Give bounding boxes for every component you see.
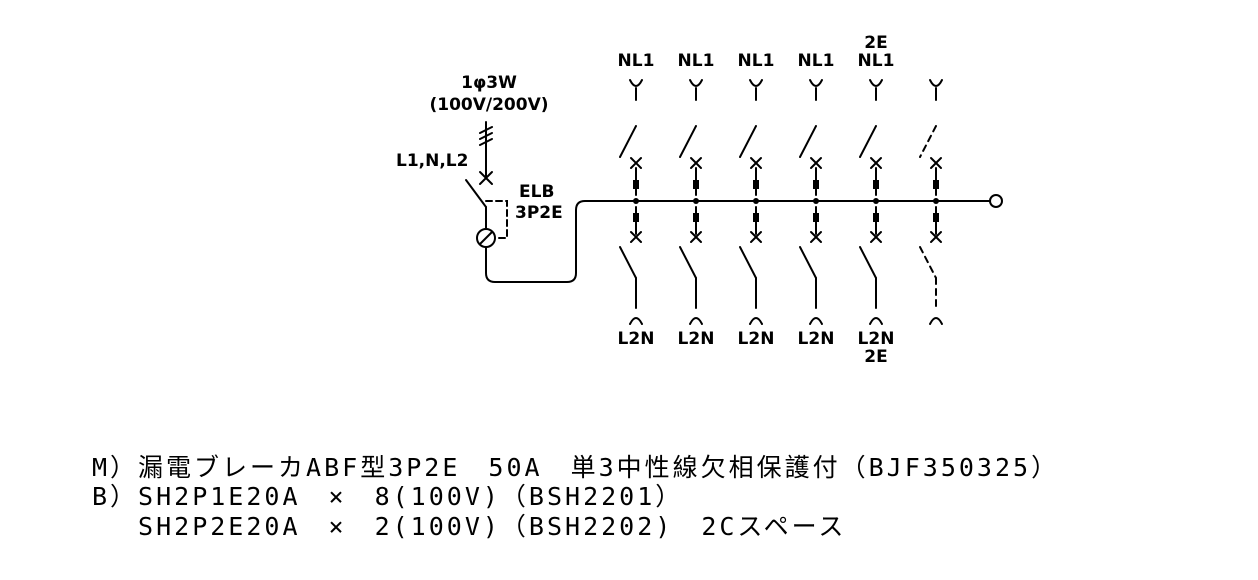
branch-bottom-label: 2E bbox=[864, 347, 887, 367]
branch-bottom-label: L2N bbox=[858, 329, 895, 349]
main-breaker-type-label: ELB bbox=[519, 182, 554, 202]
main-breaker-poles-label: 3P2E bbox=[515, 203, 563, 223]
supply-voltage-label: (100V/200V) bbox=[429, 95, 548, 115]
branch-top-label: NL1 bbox=[858, 51, 895, 71]
branch-bottom-label: L2N bbox=[738, 329, 775, 349]
branch-top-label: NL1 bbox=[738, 51, 775, 71]
branch-top-label: NL1 bbox=[678, 51, 715, 71]
main-breaker-symbol bbox=[465, 121, 1003, 283]
supply-lines-label: L1,N,L2 bbox=[396, 151, 468, 171]
branch-top-label: 2E bbox=[864, 33, 887, 53]
spec-line-branch-2e: SH2P2E20A × 2(100V)（BSH2202) 2Cスペース bbox=[92, 512, 846, 541]
spec-line-main-breaker: M）漏電ブレーカABF型3P2E 50A 単3中性線欠相保護付（BJF35032… bbox=[92, 453, 1059, 482]
spare-circuit bbox=[919, 79, 943, 325]
branch-top-label: NL1 bbox=[798, 51, 835, 71]
branch-top-label: NL1 bbox=[618, 51, 655, 71]
branch-bottom-label: L2N bbox=[678, 329, 715, 349]
branch-bottom-label: L2N bbox=[618, 329, 655, 349]
branch-bottom-label: L2N bbox=[798, 329, 835, 349]
spec-line-branch-1e: B）SH2P1E20A × 8(100V)（BSH2201） bbox=[92, 482, 683, 511]
supply-phase-label: 1φ3W bbox=[461, 73, 517, 93]
